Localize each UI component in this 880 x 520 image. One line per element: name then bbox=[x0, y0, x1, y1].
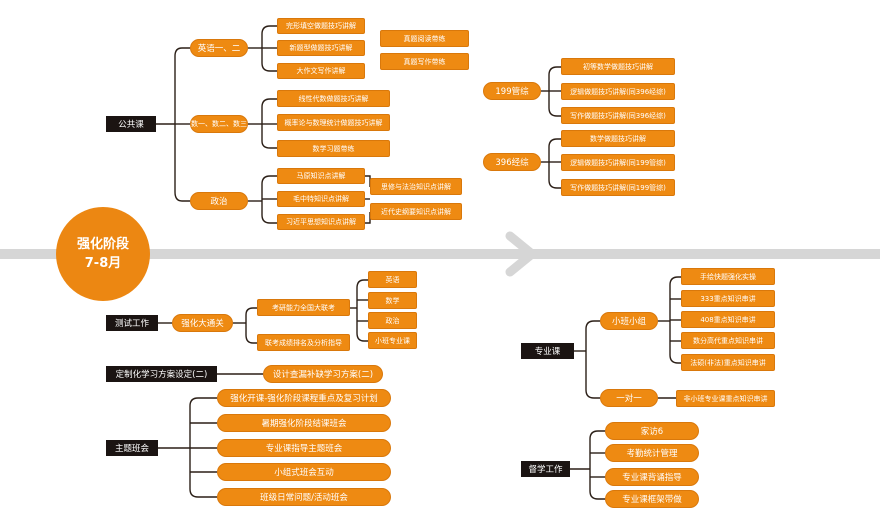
politics-item-marxism[interactable]: 马原知识点讲解 bbox=[277, 168, 365, 184]
meeting-item-kickoff[interactable]: 强化开课-强化阶段课程重点及复习计划 bbox=[217, 389, 391, 407]
theme-meeting-node[interactable]: 主题班会 bbox=[106, 440, 158, 456]
small-class-item-sketch[interactable]: 手绘快题强化实操 bbox=[681, 268, 775, 285]
timeline-arrow bbox=[505, 231, 537, 277]
politics-item-mao[interactable]: 毛中特知识点讲解 bbox=[277, 191, 365, 207]
supervise-item-framework[interactable]: 专业课框架带做 bbox=[605, 490, 699, 508]
math-item-probability[interactable]: 概率论与数理统计做题技巧讲解 bbox=[277, 114, 390, 131]
english-extra-reading[interactable]: 真题阅读带练 bbox=[380, 30, 469, 47]
major-course-node[interactable]: 专业课 bbox=[521, 343, 574, 359]
test-work-node[interactable]: 测试工作 bbox=[106, 315, 158, 331]
supervise-item-attendance[interactable]: 考勤统计管理 bbox=[605, 444, 699, 462]
mgmt-199-item-writing[interactable]: 写作做题技巧讲解(同396经综) bbox=[561, 107, 675, 124]
econ-396-item-writing[interactable]: 写作做题技巧讲解(同199管综) bbox=[561, 179, 675, 196]
meeting-item-summer-end[interactable]: 暑期强化阶段结课班会 bbox=[217, 414, 391, 432]
mgmt-199-item-logic[interactable]: 逻辑做题技巧讲解(同396经综) bbox=[561, 83, 675, 100]
stage-center-node: 强化阶段 7-8月 bbox=[56, 207, 150, 301]
test-subject-math[interactable]: 数学 bbox=[368, 292, 417, 309]
english-item-essay[interactable]: 大作文写作讲解 bbox=[277, 63, 365, 79]
politics-item-xi[interactable]: 习近平思想知识点讲解 bbox=[277, 214, 365, 230]
one-on-one-item[interactable]: 非小班专业课重点知识串讲 bbox=[676, 390, 775, 407]
custom-plan-item[interactable]: 设计查漏补缺学习方案(二) bbox=[263, 365, 383, 383]
politics-extra-ethics-law[interactable]: 思修与法治知识点讲解 bbox=[370, 178, 462, 195]
small-class-item-408[interactable]: 408重点知识串讲 bbox=[681, 311, 775, 328]
small-class-item-analysis-algebra[interactable]: 数分高代重点知识串讲 bbox=[681, 332, 775, 349]
test-subject-politics[interactable]: 政治 bbox=[368, 312, 417, 329]
mgmt-199-node[interactable]: 199管综 bbox=[483, 82, 541, 100]
public-course-node[interactable]: 公共课 bbox=[106, 116, 156, 132]
custom-plan-node[interactable]: 定制化学习方案设定(二) bbox=[106, 366, 217, 382]
math-item-practice[interactable]: 数学习题带练 bbox=[277, 140, 390, 157]
test-ranking-analysis[interactable]: 联考成绩排名及分析指导 bbox=[257, 334, 350, 351]
test-subject-major[interactable]: 小班专业课 bbox=[368, 332, 417, 349]
mgmt-199-item-math[interactable]: 初等数学做题技巧讲解 bbox=[561, 58, 675, 75]
small-class-item-law[interactable]: 法硕(非法)重点知识串讲 bbox=[681, 354, 775, 371]
math-node[interactable]: 数一、数二、数三 bbox=[190, 115, 248, 133]
stage-title: 强化阶段 bbox=[76, 237, 129, 252]
politics-node[interactable]: 政治 bbox=[190, 192, 248, 210]
econ-396-item-logic[interactable]: 逻辑做题技巧讲解(同199管综) bbox=[561, 154, 675, 171]
english-extra-writing[interactable]: 真题写作带练 bbox=[380, 53, 469, 70]
test-subject-english[interactable]: 英语 bbox=[368, 271, 417, 288]
supervise-item-recitation[interactable]: 专业课背诵指导 bbox=[605, 468, 699, 486]
one-on-one-node[interactable]: 一对一 bbox=[600, 389, 658, 407]
test-mid-node[interactable]: 强化大通关 bbox=[172, 314, 233, 332]
supervise-node[interactable]: 督学工作 bbox=[521, 461, 570, 477]
econ-396-node[interactable]: 396经综 bbox=[483, 153, 541, 171]
english-node[interactable]: 英语一、二 bbox=[190, 39, 248, 57]
math-item-linear-algebra[interactable]: 线性代数做题技巧讲解 bbox=[277, 90, 390, 107]
english-item-cloze[interactable]: 完形填空做题技巧讲解 bbox=[277, 18, 365, 34]
test-national-exam[interactable]: 考研能力全国大联考 bbox=[257, 299, 350, 316]
stage-period: 7-8月 bbox=[84, 256, 122, 271]
small-class-item-333[interactable]: 333重点知识串讲 bbox=[681, 290, 775, 307]
econ-396-item-math[interactable]: 数学做题技巧讲解 bbox=[561, 130, 675, 147]
supervise-item-home-visit[interactable]: 家访6 bbox=[605, 422, 699, 440]
meeting-item-group[interactable]: 小组式班会互动 bbox=[217, 463, 391, 481]
meeting-item-major-guidance[interactable]: 专业课指导主题班会 bbox=[217, 439, 391, 457]
timeline-band bbox=[0, 249, 880, 259]
meeting-item-daily[interactable]: 班级日常问题/活动班会 bbox=[217, 488, 391, 506]
politics-extra-modern-history[interactable]: 近代史纲要知识点讲解 bbox=[370, 203, 462, 220]
small-class-node[interactable]: 小班小组 bbox=[600, 312, 658, 330]
english-item-new-type[interactable]: 新题型做题技巧讲解 bbox=[277, 40, 365, 56]
